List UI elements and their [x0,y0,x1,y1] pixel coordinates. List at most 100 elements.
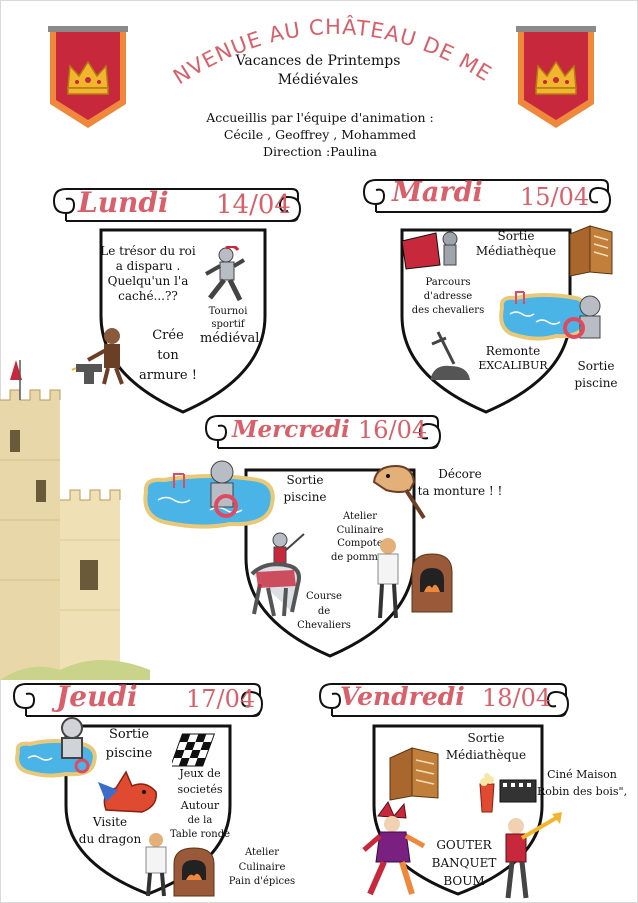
activity-line: Parcours [425,277,471,288]
activity-line: piscine [105,745,153,761]
oven-icon [411,553,453,613]
activity-excalibur: Remonte EXCALIBUR [474,344,552,373]
team-info: Accueillis par l'équipe d'animation : Cé… [190,109,450,160]
activity-gouter: GOUTER BANQUET BOUM [424,836,504,890]
activity-line: Sortie [467,731,505,745]
pool-icon [143,473,275,529]
left-crown-banner-icon [48,26,128,128]
shield-wednesday [244,468,416,658]
running-knight-icon [205,246,246,302]
activity-line: Remonte [485,344,541,358]
activity-line: Tournoi [208,306,248,317]
crown-icon [67,60,109,95]
activity-line: Atelier [244,847,280,858]
activity-line: Sortie [577,359,615,373]
team-line: Direction :Paulina [262,144,378,159]
scroll-banner [12,683,264,717]
subtitle-line: Vacances de Printemps [235,53,401,69]
activity-line: BANQUET [431,856,497,870]
day-date-wednesday: 16/04 [358,416,428,444]
scroll-banner [204,415,442,449]
activity-line: piscine [283,490,327,505]
scroll-banner [318,683,570,717]
subtitle-line: Médiévales [277,72,359,88]
activity-dragon: Visite du dragon [74,814,146,849]
sword-in-stone-icon [430,331,470,380]
activity-line: BOUM [443,874,485,888]
cook-icon [377,538,399,619]
activity-line: Sortie [108,727,150,742]
chess-icon [172,733,216,767]
blacksmith-icon [71,328,124,385]
swimming-knight-icon [210,460,238,518]
activity-line: Course [306,591,342,602]
subtitle: Vacances de Printemps Médiévales [218,52,418,90]
hobby-horse-icon [372,464,426,520]
activity-line: Jeux de [179,767,221,780]
activity-line: Décore [438,467,482,481]
activity-monture: Décore ta monture ! ! [414,466,506,501]
activity-line: societés [177,782,223,796]
activity-parcours: Parcours d'adresse des chevaliers [408,276,488,318]
activity-line: Le trésor du roi [100,244,196,258]
book-icon [389,747,439,801]
herald-trumpet-icon [505,812,562,899]
activity-line: a disparu . [115,259,181,273]
day-name-thursday: Jeudi [56,680,138,713]
team-line: Cécile , Geoffrey , Mohammed [223,127,417,142]
swimming-knight-icon [61,717,83,759]
popcorn-icon [479,773,537,813]
activity-jeux: Jeux de societés Autour de la Table rond… [160,766,240,843]
activity-atelier-wednesday: Atelier Culinaire Compote de pommes [324,510,396,564]
activity-line: Atelier [342,511,378,522]
day-name-tuesday: Mardi [392,177,483,208]
activity-tournoi: Tournoi sportif médiéval [200,305,260,348]
activity-line: du dragon [78,832,142,847]
activity-line: Médiathèque [475,244,557,258]
activity-line: de pommes [331,551,389,563]
activity-line: Culinaire [336,524,384,536]
page-title: BIENVENUE AU CHÂTEAU DE MESSY [170,0,495,89]
scroll-banner [362,179,612,213]
activity-piscine-thursday: Sortie piscine [98,726,160,764]
activity-atelier-thursday: Atelier Culinaire Pain d'épices [226,846,298,890]
activity-line: Médiathèque [445,748,527,763]
activity-line: médiéval [200,331,260,346]
activity-line: Quelqu'un l'a [107,274,189,288]
activity-armure: Crée ton armure ! [138,326,198,386]
activity-tresor: Le trésor du roi a disparu . Quelqu'un l… [100,244,196,304]
day-name-wednesday: Mercredi [232,416,350,443]
activity-line: Crée [152,328,184,343]
swimming-knight-icon [563,295,601,339]
day-date-monday: 14/04 [216,190,291,220]
team-line: Accueillis par l'équipe d'animation : [206,110,434,125]
activity-course: Course de Chevaliers [292,590,356,634]
activity-line: GOUTER [436,838,492,852]
activity-line: Sortie [286,473,324,487]
activity-line: Sortie [497,229,535,243]
activity-line: Culinaire [238,861,286,873]
activity-line: ton [157,348,179,363]
horse-knight-icon [250,532,305,617]
day-date-tuesday: 15/04 [520,183,590,211]
activity-line: armure ! [139,368,197,383]
crown-icon [535,60,577,95]
activity-line: Compote [337,538,383,549]
right-crown-banner-icon [516,26,596,128]
activity-line: ta monture ! ! [417,484,503,499]
book-icon [569,225,613,277]
jester-icon [362,800,426,896]
activity-line: Autour [180,798,220,812]
activity-line: de [317,605,331,617]
activity-line: des chevaliers [411,305,485,316]
activity-line: piscine [574,376,618,391]
activity-line: Chevaliers [297,620,351,631]
activity-line: Ciné Maison [547,768,617,781]
scroll-banner [52,188,302,222]
castle-icon [0,360,150,680]
activity-line: Pain d'épices [228,876,296,887]
cook-icon [145,833,167,897]
activity-mediatheque-friday: Sortie Médiathèque [440,730,532,765]
activity-line: de la [187,814,213,826]
activity-line: Robin des bois", [536,785,628,799]
